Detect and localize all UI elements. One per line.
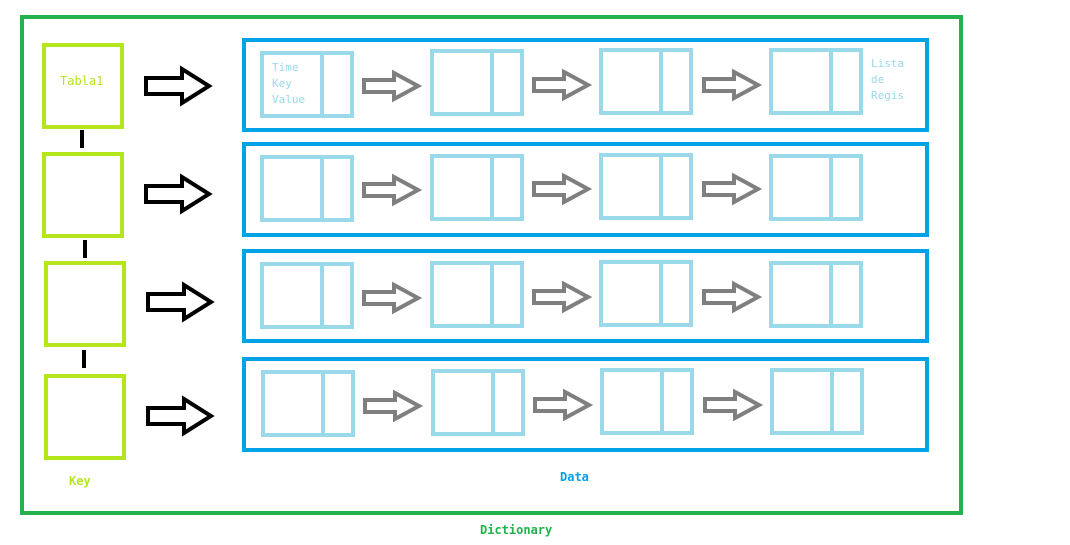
list-label-line-1: Lista: [871, 57, 905, 70]
list-node: [769, 261, 863, 328]
list-node: [430, 261, 524, 328]
list-node: [600, 368, 694, 435]
node-arrow: [532, 68, 593, 102]
key-label: Key: [69, 474, 91, 488]
list-node: [261, 370, 355, 437]
data-label: Data: [560, 470, 589, 484]
node-arrow: [702, 68, 763, 102]
key-box-3: [44, 261, 126, 347]
node-arrow: [702, 172, 763, 206]
node-arrow: [532, 280, 593, 314]
key-arrow-4: [146, 395, 215, 437]
key-link-3: [82, 350, 86, 368]
node-divider: [320, 155, 324, 222]
list-node: [769, 154, 863, 221]
node-divider: [320, 262, 324, 329]
node-divider: [490, 154, 494, 221]
key-arrow-3: [146, 281, 215, 323]
first-key-text: Tabla1: [60, 74, 104, 88]
node-arrow: [363, 389, 424, 423]
node-divider: [320, 51, 324, 118]
list-node: [431, 369, 525, 436]
list-node: [599, 260, 693, 327]
key-box-2: [42, 152, 124, 238]
node-divider: [829, 154, 833, 221]
list-node: [599, 153, 693, 220]
node-field-key: Key: [272, 77, 292, 90]
list-label-line-2: de: [871, 73, 885, 86]
node-divider: [491, 369, 495, 436]
key-link-2: [83, 240, 87, 258]
node-divider: [659, 153, 663, 220]
node-arrow: [702, 280, 763, 314]
list-node: [260, 262, 354, 329]
list-node: [769, 48, 863, 115]
node-arrow: [362, 281, 423, 315]
node-arrow: [362, 69, 423, 103]
list-label-line-3: Regis: [871, 89, 905, 102]
list-node: [260, 51, 354, 118]
node-arrow: [532, 172, 593, 206]
node-divider: [829, 261, 833, 328]
node-arrow: [533, 388, 594, 422]
key-box-1: [42, 43, 124, 129]
data-row-4: [242, 357, 929, 452]
list-node: [430, 154, 524, 221]
key-arrow-2: [144, 173, 213, 215]
data-row-1: [242, 38, 929, 132]
list-node: [770, 368, 864, 435]
node-field-time: Time: [272, 61, 299, 74]
node-field-value: Value: [272, 93, 306, 106]
key-link-1: [80, 130, 84, 148]
node-arrow: [362, 173, 423, 207]
key-arrow-1: [144, 65, 213, 107]
node-divider: [660, 368, 664, 435]
node-divider: [490, 49, 494, 116]
data-row-3: [242, 249, 929, 343]
list-node: [430, 49, 524, 116]
data-row-2: [242, 142, 929, 237]
node-arrow: [703, 388, 764, 422]
key-box-4: [44, 374, 126, 460]
list-node: [599, 48, 693, 115]
node-divider: [321, 370, 325, 437]
dictionary-label: Dictionary: [480, 523, 553, 537]
list-node: [260, 155, 354, 222]
node-divider: [659, 48, 663, 115]
node-divider: [659, 260, 663, 327]
dictionary-frame: [20, 15, 963, 515]
node-divider: [490, 261, 494, 328]
node-divider: [829, 48, 833, 115]
node-divider: [830, 368, 834, 435]
